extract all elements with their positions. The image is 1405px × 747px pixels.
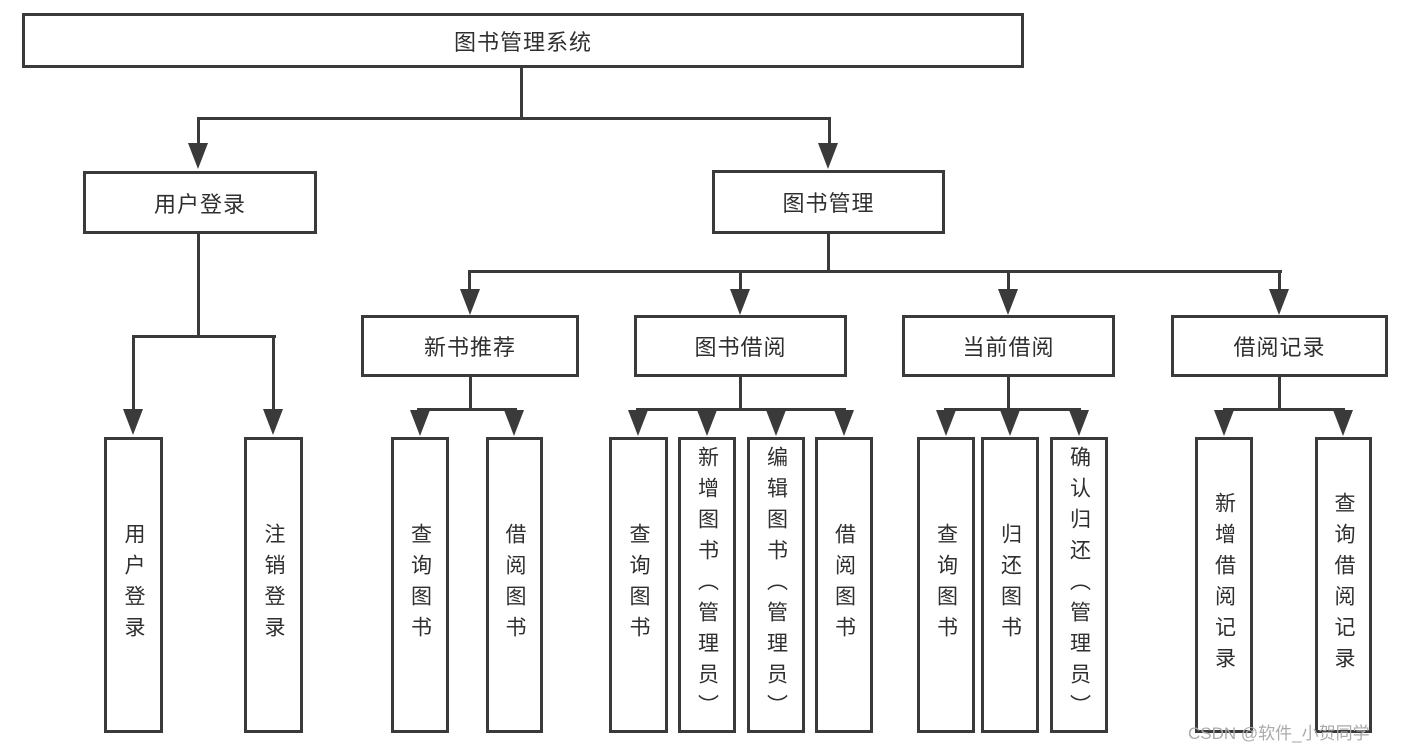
node-current-borrowing: 当前借阅 <box>902 315 1115 377</box>
node-user-login: 用户登录 <box>83 171 317 234</box>
arrowhead-icon <box>998 289 1018 315</box>
arrowhead-icon <box>188 143 208 169</box>
node-label: 图书管理 <box>782 191 875 216</box>
connector-segment <box>272 335 275 409</box>
node-label: 确认归还（管理员） <box>1067 445 1091 725</box>
connector-segment <box>468 270 471 291</box>
leaf-add-books-admin: 新增图书（管理员） <box>678 437 736 733</box>
arrowhead-icon <box>697 410 717 436</box>
connector-segment <box>1278 270 1281 291</box>
node-label: 查询图书 <box>408 523 432 647</box>
node-label: 借阅记录 <box>1233 335 1326 360</box>
arrowhead-icon <box>1214 410 1234 436</box>
node-label: 借阅图书 <box>832 523 856 647</box>
node-label: 用户登录 <box>122 523 145 647</box>
connector-segment <box>828 117 831 145</box>
leaf-return-books: 归还图书 <box>981 437 1039 733</box>
arrowhead-icon <box>123 409 143 435</box>
arrowhead-icon <box>460 289 480 315</box>
node-label: 借阅图书 <box>503 523 526 647</box>
leaf-confirm-return-admin: 确认归还（管理员） <box>1050 437 1108 733</box>
node-label: 图书管理系统 <box>453 29 592 55</box>
node-label: 归还图书 <box>998 523 1022 647</box>
connector-segment <box>132 335 135 409</box>
node-book-borrowing: 图书借阅 <box>634 315 847 377</box>
connector-segment <box>1007 377 1010 411</box>
arrowhead-icon <box>1269 289 1289 315</box>
arrowhead-icon <box>504 410 524 436</box>
arrowhead-icon <box>818 143 838 169</box>
leaf-add-borrow-record: 新增借阅记录 <box>1195 437 1253 733</box>
leaf-query-books-borrowing: 查询图书 <box>609 437 668 733</box>
node-new-book-recommend: 新书推荐 <box>361 315 579 377</box>
arrowhead-icon <box>834 410 854 436</box>
node-borrowing-records: 借阅记录 <box>1171 315 1388 377</box>
node-label: 查询借阅记录 <box>1332 492 1355 678</box>
arrowhead-icon <box>1069 410 1089 436</box>
leaf-logout: 注销登录 <box>244 437 303 733</box>
node-label: 图书借阅 <box>694 335 787 360</box>
leaf-query-borrow-record: 查询借阅记录 <box>1315 437 1372 733</box>
arrowhead-icon <box>628 410 648 436</box>
node-label: 新增借阅记录 <box>1212 492 1236 678</box>
node-system-root: 图书管理系统 <box>22 13 1024 68</box>
connector-segment <box>197 234 200 338</box>
connector-segment <box>197 117 200 145</box>
connector-segment <box>132 335 276 338</box>
node-label: 新书推荐 <box>423 335 516 360</box>
connector-segment <box>417 408 517 411</box>
leaf-query-books-recommend: 查询图书 <box>391 437 449 733</box>
connector-segment <box>944 408 1081 411</box>
leaf-user-login: 用户登录 <box>104 437 163 733</box>
leaf-borrow-books-borrowing: 借阅图书 <box>815 437 873 733</box>
arrowhead-icon <box>263 409 283 435</box>
arrowhead-icon <box>936 410 956 436</box>
connector-segment <box>1278 377 1281 411</box>
leaf-query-books-current: 查询图书 <box>917 437 975 733</box>
node-label: 编辑图书（管理员） <box>764 445 788 725</box>
connector-segment <box>636 408 846 411</box>
connector-segment <box>520 67 523 120</box>
node-label: 查询图书 <box>934 523 958 647</box>
node-label: 新增图书（管理员） <box>695 445 719 725</box>
connector-segment <box>739 270 742 291</box>
node-label: 用户登录 <box>153 191 246 217</box>
connector-segment <box>197 117 831 120</box>
connector-segment <box>469 377 472 411</box>
connector-segment <box>468 270 1282 273</box>
arrowhead-icon <box>730 289 750 315</box>
watermark-text: CSDN @软件_小贺同学 <box>1188 724 1370 743</box>
arrowhead-icon <box>1333 410 1353 436</box>
node-label: 当前借阅 <box>962 335 1055 360</box>
connector-segment <box>827 234 830 273</box>
node-label: 注销登录 <box>262 523 285 647</box>
arrowhead-icon <box>1000 410 1020 436</box>
node-book-management: 图书管理 <box>712 170 945 234</box>
arrowhead-icon <box>410 410 430 436</box>
arrowhead-icon <box>766 410 786 436</box>
connector-segment <box>1007 270 1010 291</box>
connector-segment <box>1223 408 1345 411</box>
leaf-borrow-books-recommend: 借阅图书 <box>486 437 543 733</box>
node-label: 查询图书 <box>627 523 650 647</box>
connector-segment <box>739 377 742 411</box>
leaf-edit-books-admin: 编辑图书（管理员） <box>747 437 805 733</box>
